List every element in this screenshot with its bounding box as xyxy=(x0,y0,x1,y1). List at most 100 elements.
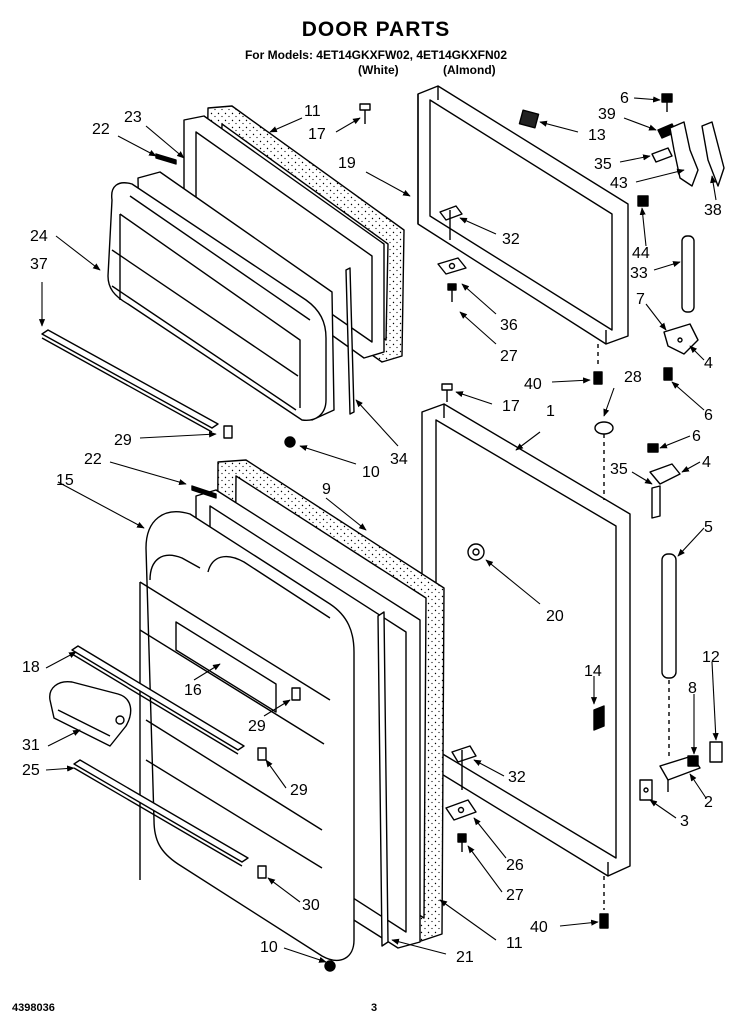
leader-25 xyxy=(45,765,75,772)
callout-6-top: 6 xyxy=(620,90,629,107)
part-29-retainer-b xyxy=(257,747,267,761)
part-40-screw-lower xyxy=(599,913,609,929)
callout-10-upper: 10 xyxy=(362,464,380,481)
callout-4-upper: 4 xyxy=(704,355,713,372)
leader-28 xyxy=(603,387,615,417)
leader-21 xyxy=(391,938,447,955)
callout-25: 25 xyxy=(22,762,40,779)
part-17-screw-upper xyxy=(359,103,371,124)
part-5-hinge-pin-cover-lower xyxy=(661,553,677,760)
part-12-hinge-cover-small xyxy=(709,741,723,763)
callout-11-lower: 11 xyxy=(506,935,523,952)
leader-11b xyxy=(439,899,497,941)
part-35-hinge-spacer-lower xyxy=(651,485,661,519)
callout-34: 34 xyxy=(390,451,408,468)
part-32-hinge-bracket-upper xyxy=(439,205,463,240)
callout-22-lower: 22 xyxy=(84,451,102,468)
part-36-hinge-plate-upper xyxy=(437,257,467,275)
callout-8: 8 xyxy=(688,680,697,697)
part-24-freezer-liner xyxy=(107,171,335,421)
callout-18: 18 xyxy=(22,659,40,676)
part-20-door-plug xyxy=(467,543,485,561)
part-29-retainer-upper xyxy=(223,425,233,439)
leader-11a xyxy=(269,117,303,133)
part-29-retainer-a xyxy=(291,687,301,701)
leader-22a xyxy=(117,135,157,157)
leader-29a xyxy=(139,431,217,439)
leader-26 xyxy=(473,817,507,859)
callout-30: 30 xyxy=(302,897,320,914)
callout-33: 33 xyxy=(630,265,648,282)
part-6-screw-mid xyxy=(663,367,673,381)
leader-30 xyxy=(267,877,301,903)
leader-38 xyxy=(710,175,717,201)
callout-29-lower: 29 xyxy=(290,782,308,799)
part-43-center-hinge xyxy=(669,121,699,187)
part-14-door-stop xyxy=(593,705,605,731)
part-25-shelf-bar-lower xyxy=(73,759,249,867)
part-3-shim xyxy=(639,779,653,801)
leader-40a xyxy=(551,377,591,384)
leader-16 xyxy=(193,663,221,681)
leader-22b xyxy=(109,461,187,486)
models-line: For Models: 4ET14GKXFW02, 4ET14GKXFN02 xyxy=(244,48,508,62)
leader-6a xyxy=(633,96,661,103)
part-19-freezer-door-panel xyxy=(417,85,629,345)
leader-4a xyxy=(689,345,705,361)
callout-5: 5 xyxy=(704,519,713,536)
page-title: DOOR PARTS xyxy=(301,18,451,41)
part-4-hinge-cap xyxy=(649,463,681,485)
callout-9: 9 xyxy=(322,481,331,498)
callout-26: 26 xyxy=(506,857,524,874)
part-22-trim-lower xyxy=(191,485,217,499)
leader-29b xyxy=(263,699,291,717)
leader-33 xyxy=(653,261,681,271)
leader-39 xyxy=(623,117,657,131)
leader-15 xyxy=(57,481,145,529)
callout-32-upper: 32 xyxy=(502,231,520,248)
document-number: 4398036 xyxy=(12,1002,55,1014)
callout-19: 19 xyxy=(338,155,356,172)
leader-2 xyxy=(689,773,707,799)
part-31-dairy-door xyxy=(49,681,132,747)
callout-13: 13 xyxy=(588,127,606,144)
part-8-screw xyxy=(687,755,699,767)
leader-31 xyxy=(47,729,81,747)
leader-18 xyxy=(45,651,77,669)
callout-6-lower: 6 xyxy=(692,428,701,445)
part-6-screw-lower xyxy=(647,443,659,453)
leader-10b xyxy=(283,947,327,963)
part-22-trim-upper xyxy=(155,153,177,165)
part-35-hinge-spacer-upper xyxy=(651,147,673,163)
callout-40-upper: 40 xyxy=(524,376,542,393)
callout-39: 39 xyxy=(598,106,616,123)
callout-44: 44 xyxy=(632,245,650,262)
callout-35-upper: 35 xyxy=(594,156,612,173)
page-number: 3 xyxy=(371,1002,378,1014)
part-6-screw-top xyxy=(661,93,673,112)
leader-17b xyxy=(455,391,493,405)
callout-43: 43 xyxy=(610,175,628,192)
callout-37: 37 xyxy=(30,256,48,273)
callout-29-upper: 29 xyxy=(114,432,132,449)
leader-3 xyxy=(649,799,677,819)
leader-23 xyxy=(145,125,185,159)
leader-17a xyxy=(335,117,361,133)
callout-14: 14 xyxy=(584,663,602,680)
leader-24 xyxy=(55,235,101,271)
part-37-freezer-shelf-bar xyxy=(41,329,219,433)
leader-34 xyxy=(355,399,399,447)
callout-15: 15 xyxy=(56,472,74,489)
leader-1 xyxy=(515,431,541,451)
part-10-screw-upper xyxy=(284,436,296,448)
leader-44 xyxy=(639,207,647,247)
leader-7 xyxy=(645,303,667,331)
callout-3: 3 xyxy=(680,813,689,830)
part-26-hinge-plate-lower xyxy=(445,799,477,821)
part-30-retainer xyxy=(257,865,267,879)
callout-10-lower: 10 xyxy=(260,939,278,956)
leader-29c xyxy=(265,759,287,789)
callout-2: 2 xyxy=(704,794,713,811)
callout-27-upper: 27 xyxy=(500,348,518,365)
